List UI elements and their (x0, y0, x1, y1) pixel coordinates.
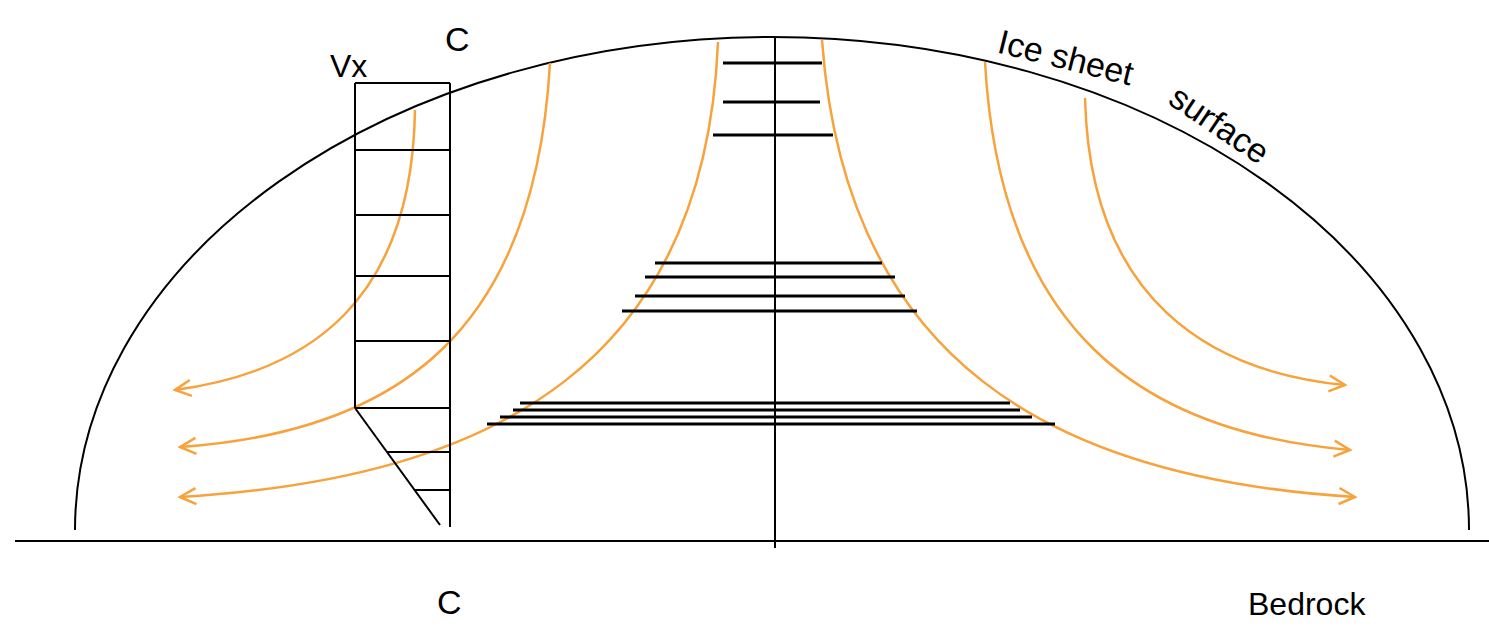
bedrock-line (15, 540, 1489, 542)
section-marker: C (437, 585, 462, 619)
section-marker: C (445, 22, 470, 56)
bedrock-label: Bedrock (1248, 588, 1365, 620)
flow-lines (175, 40, 1355, 497)
velocity-profile (355, 83, 450, 527)
surface-label: Ice sheet (995, 24, 1137, 90)
annual-layers (487, 63, 1055, 424)
ice-sheet-outline (75, 37, 1469, 530)
velocity-symbol: Vx (330, 50, 367, 82)
surface-label: surface (1164, 79, 1275, 170)
ice-divide-axis (774, 37, 776, 548)
